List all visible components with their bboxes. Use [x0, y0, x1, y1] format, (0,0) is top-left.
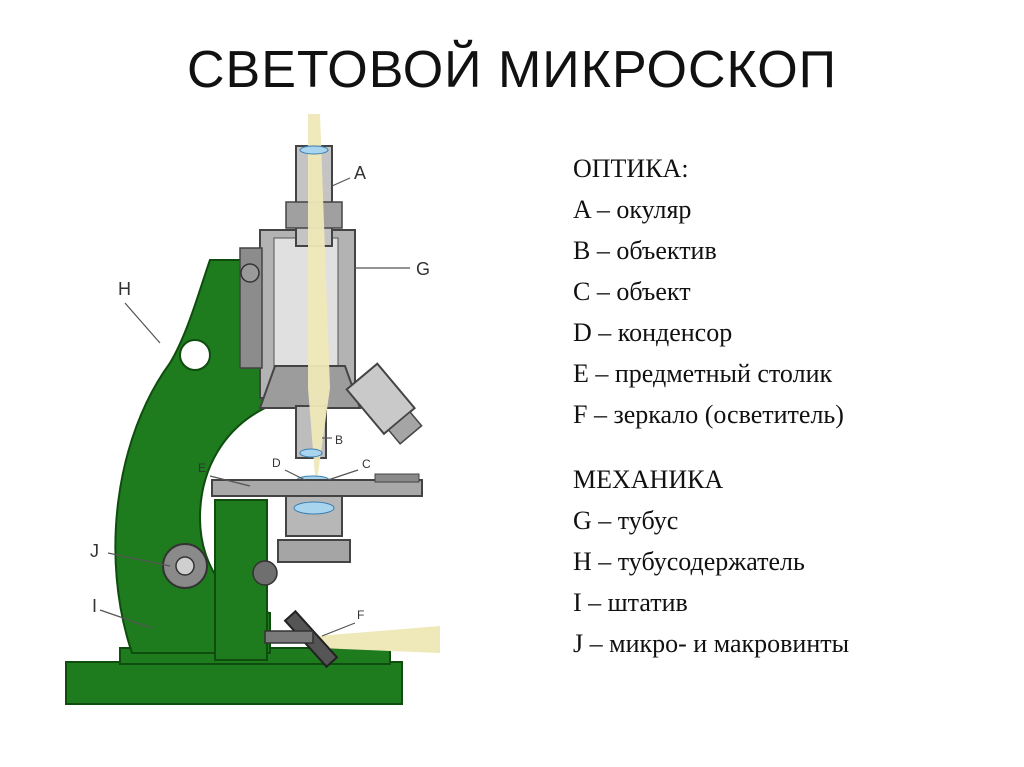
leader-lines — [99, 177, 410, 637]
condenser-lens — [293, 501, 335, 515]
legend-item-f: F – зеркало (осветитель) — [573, 400, 844, 429]
legend-item-e: E – предметный столик — [573, 359, 833, 388]
label-j: J — [90, 541, 99, 561]
side-objective — [345, 362, 423, 445]
label-e: E — [198, 461, 206, 475]
mechanics-heading: МЕХАНИКА — [573, 465, 724, 494]
label-b: B — [335, 433, 343, 447]
legend-item-c: C – объект — [573, 277, 691, 306]
condenser-holder — [277, 539, 351, 563]
eyepiece-lens — [299, 145, 329, 155]
stage-clip — [374, 473, 420, 483]
legend-item-g: G – тубус — [573, 506, 679, 535]
legend-item-a: A – окуляр — [573, 195, 692, 224]
light-beam — [308, 114, 330, 488]
objective-lens — [299, 448, 323, 458]
label-f: F — [357, 608, 364, 622]
label-c: C — [362, 457, 371, 471]
legend-item-i: I – штатив — [573, 588, 688, 617]
pinion-gear — [240, 263, 260, 283]
arm-hole — [179, 339, 211, 371]
label-a: A — [354, 163, 366, 183]
microscope-base — [65, 661, 403, 705]
optics-heading: ОПТИКА: — [573, 154, 689, 183]
legend: ОПТИКА: A – окуляр B – объектив C – объе… — [573, 148, 1013, 664]
legend-spacer — [573, 435, 1013, 459]
label-h: H — [118, 279, 131, 299]
fine-focus-knob — [252, 560, 278, 586]
label-g: G — [416, 259, 430, 279]
legend-item-h: H – тубусодержатель — [573, 547, 805, 576]
mirror-light — [318, 626, 440, 653]
legend-item-d: D – конденсор — [573, 318, 733, 347]
legend-item-b: B – объектив — [573, 236, 717, 265]
tube-holder-arm — [114, 259, 271, 654]
focus-knob-small — [175, 556, 195, 576]
slide-title: СВЕТОВОЙ МИКРОСКОП — [186, 41, 838, 99]
label-d: D — [272, 456, 281, 470]
label-i: I — [92, 596, 97, 616]
microscope-diagram: A G H B E D C F J I — [65, 114, 440, 705]
legend-item-j: J – микро- и макровинты — [573, 629, 850, 658]
mirror-arm — [264, 630, 314, 644]
